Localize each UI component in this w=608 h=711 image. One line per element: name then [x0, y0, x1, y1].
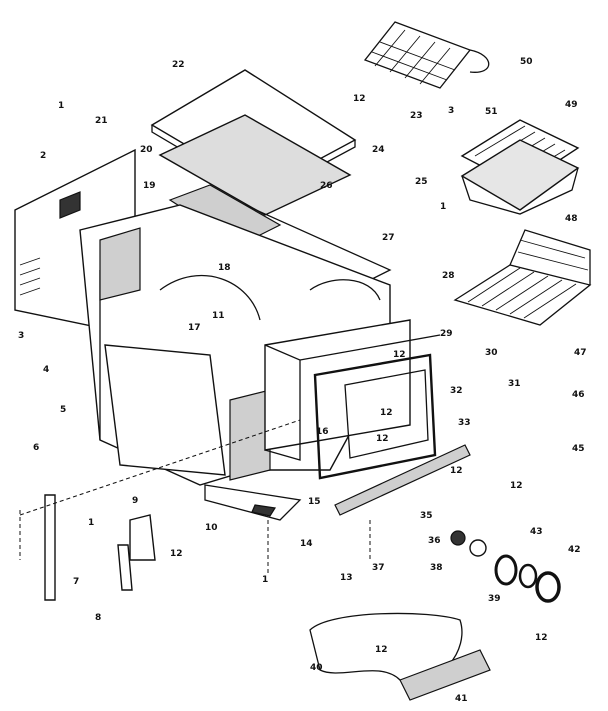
callout-39: 39	[488, 594, 501, 604]
leg	[44, 494, 56, 601]
oven-rack	[453, 229, 592, 326]
callout-40: 40	[310, 663, 323, 673]
callout-24: 24	[372, 145, 385, 155]
callout-47: 47	[574, 348, 587, 358]
callout-6: 6	[33, 443, 39, 453]
callout-29: 29	[440, 329, 453, 339]
callout-3: 3	[18, 331, 24, 341]
callout-27: 27	[382, 233, 395, 243]
callout-11: 11	[212, 311, 225, 321]
assembly-line	[19, 419, 301, 516]
callout-38: 38	[430, 563, 443, 573]
hinge-bracket	[117, 514, 156, 591]
callout-45: 45	[572, 444, 585, 454]
callout-12: 12	[393, 350, 406, 360]
callout-5: 5	[60, 405, 66, 415]
callout-49: 49	[565, 100, 578, 110]
callout-8: 8	[95, 613, 101, 623]
top-cover-plate	[150, 69, 357, 216]
callout-12: 12	[450, 466, 463, 476]
callout-4: 4	[43, 365, 49, 375]
knob-and-rings	[450, 530, 561, 603]
callout-21: 21	[95, 116, 108, 126]
callout-51: 51	[485, 107, 498, 117]
callout-12: 12	[380, 408, 393, 418]
callout-19: 19	[143, 181, 156, 191]
callout-2: 2	[40, 151, 46, 161]
callout-48: 48	[565, 214, 578, 224]
callout-17: 17	[188, 323, 201, 333]
callout-1: 1	[440, 202, 446, 212]
callouts: 50 12 23 3 51 49 22 1 21 20 2 24 25 19 2…	[18, 57, 587, 704]
bake-element	[309, 612, 491, 701]
callout-20: 20	[140, 145, 153, 155]
callout-1: 1	[58, 101, 64, 111]
callout-46: 46	[572, 390, 585, 400]
callout-41: 41	[455, 694, 468, 704]
callout-22: 22	[172, 60, 185, 70]
callout-18: 18	[218, 263, 231, 273]
callout-9: 9	[132, 496, 138, 506]
callout-33: 33	[458, 418, 471, 428]
callout-23: 23	[410, 111, 423, 121]
callout-1: 1	[88, 518, 94, 528]
side-panel	[104, 344, 226, 476]
callout-16: 16	[316, 427, 329, 437]
callout-12: 12	[375, 645, 388, 655]
callout-12: 12	[535, 633, 548, 643]
callout-12: 12	[170, 549, 183, 559]
callout-12: 12	[510, 481, 523, 491]
callout-32: 32	[450, 386, 463, 396]
callout-50: 50	[520, 57, 533, 67]
door-frame	[313, 353, 437, 480]
callout-25: 25	[415, 177, 428, 187]
oven-liner-box	[264, 319, 441, 461]
bottom-plate	[204, 484, 302, 521]
callout-7: 7	[73, 577, 79, 587]
callout-3: 3	[448, 106, 454, 116]
broiler-pan-assembly	[460, 119, 580, 215]
callout-43: 43	[530, 527, 543, 537]
callout-10: 10	[205, 523, 218, 533]
callout-12: 12	[353, 94, 366, 104]
top-wire-rack	[363, 21, 490, 89]
callout-26: 26	[320, 181, 333, 191]
callout-42: 42	[568, 545, 581, 555]
bottom-trim-strip	[334, 444, 471, 516]
callout-36: 36	[428, 536, 441, 546]
callout-14: 14	[300, 539, 313, 549]
callout-1: 1	[262, 575, 268, 585]
callout-31: 31	[508, 379, 521, 389]
callout-13: 13	[340, 573, 353, 583]
callout-30: 30	[485, 348, 498, 358]
callout-28: 28	[442, 271, 455, 281]
callout-35: 35	[420, 511, 433, 521]
callout-12: 12	[376, 434, 389, 444]
callout-15: 15	[308, 497, 321, 507]
callout-37: 37	[372, 563, 385, 573]
